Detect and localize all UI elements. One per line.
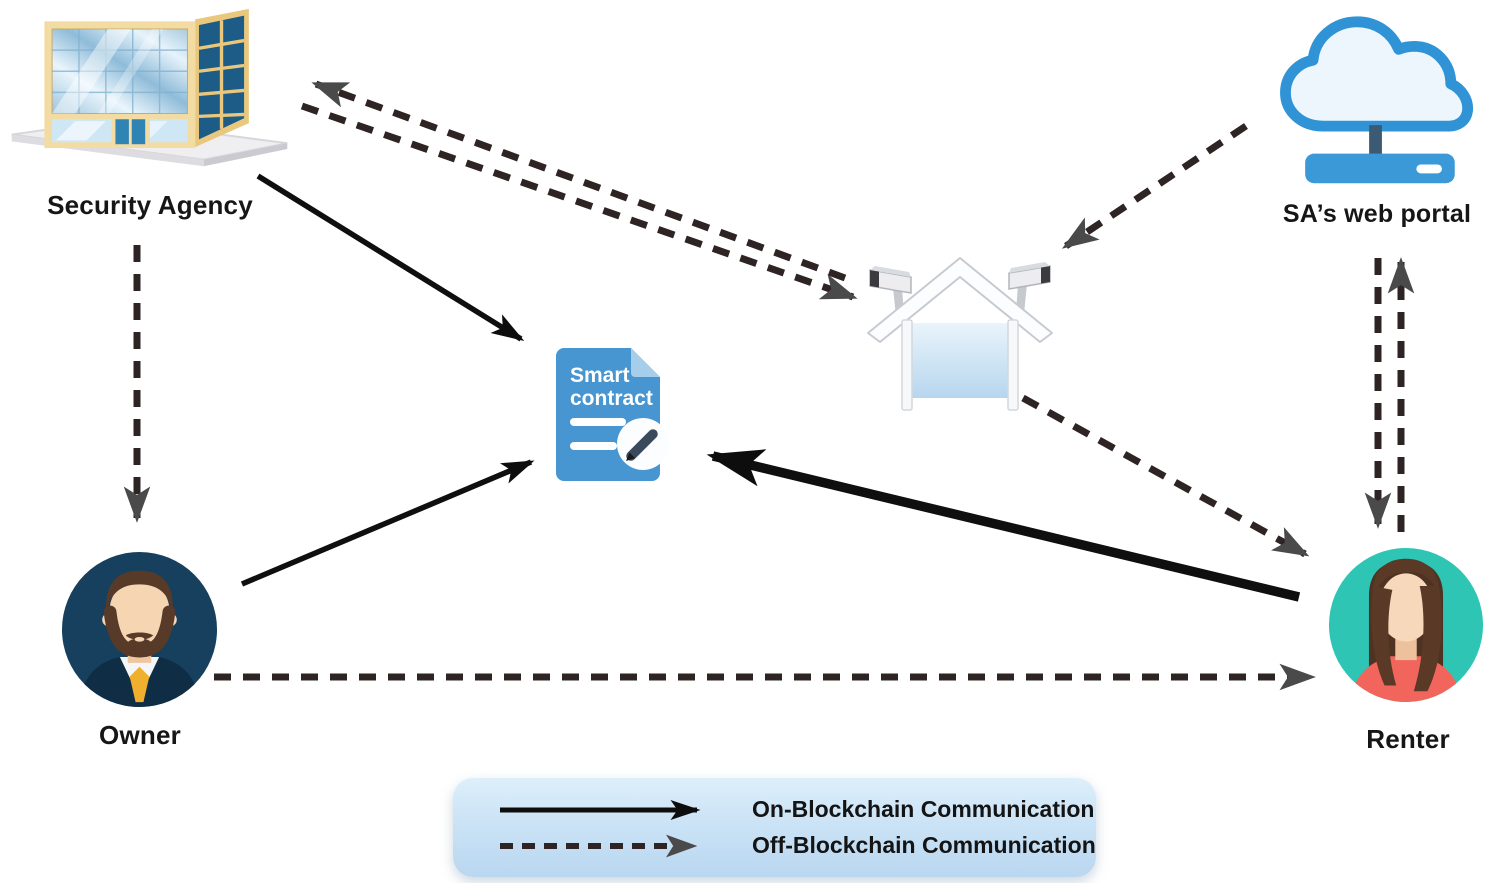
renter-avatar	[1328, 547, 1484, 703]
contract-title-line2: contract	[570, 387, 653, 410]
cctv-camera-right-icon	[1008, 262, 1051, 314]
web-portal-label: SA’s web portal	[1282, 200, 1472, 228]
house-body	[909, 323, 1011, 398]
renter-label: Renter	[1366, 724, 1450, 754]
legend-item-on-blockchain: On-Blockchain Communication	[497, 796, 1096, 823]
edge-house-to-agency-dashed	[311, 80, 847, 282]
cloud-icon	[1280, 16, 1473, 132]
house-roof	[867, 257, 1053, 343]
security-agency-building-icon	[11, 8, 288, 167]
edge-house-to-renter-dashed	[1021, 394, 1310, 558]
edge-agency-to-house-dashed	[300, 102, 858, 301]
legend-label-off-blockchain: Off-Blockchain Communication	[752, 832, 1096, 858]
legend: On-Blockchain Communication Off-Blockcha…	[453, 778, 1096, 877]
owner-label: Owner	[99, 720, 181, 750]
pen-icon	[626, 429, 658, 461]
edge-owner-to-contract-solid	[240, 459, 535, 587]
owner-avatar	[61, 551, 218, 708]
dashed-arrow-sample	[500, 834, 698, 857]
edge-renter-to-contract-solid	[706, 449, 1301, 602]
edge-agency-to-contract-solid	[256, 173, 525, 342]
web-portal-cloud-icon	[1280, 16, 1473, 184]
server-icon	[1305, 153, 1455, 184]
smart-contract-icon: Smart contract	[556, 348, 669, 481]
edge-portal-to-house-dashed	[1061, 123, 1248, 249]
contract-fold-corner	[631, 348, 660, 377]
legend-label-on-blockchain: On-Blockchain Communication	[752, 796, 1095, 822]
cloud-stem	[1369, 125, 1382, 155]
security-agency-label: Security Agency	[47, 190, 253, 220]
legend-item-off-blockchain: Off-Blockchain Communication	[497, 832, 1096, 859]
smart-home-icon	[867, 257, 1053, 411]
contract-title-line1: Smart	[570, 364, 630, 387]
solid-arrow-sample	[500, 799, 701, 820]
